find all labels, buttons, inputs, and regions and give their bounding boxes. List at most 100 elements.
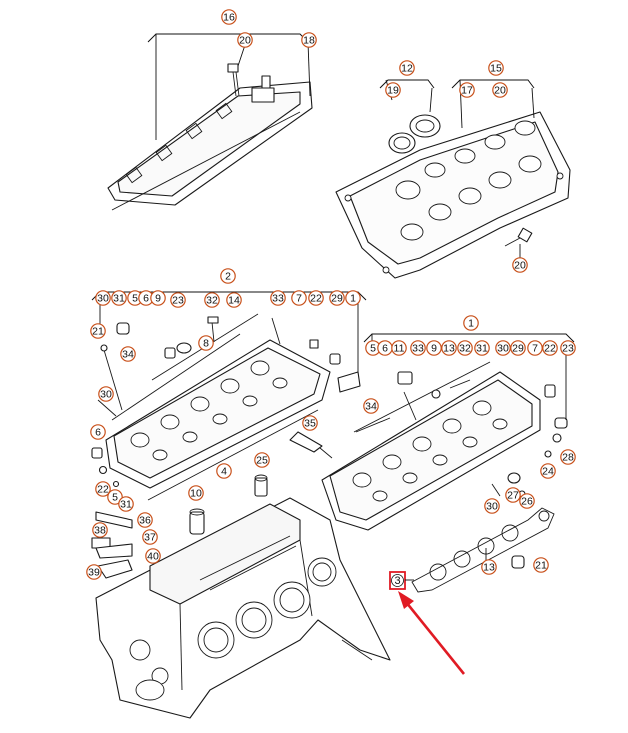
callout-left-5: 5 (107, 489, 123, 505)
callout-label: 31 (120, 499, 132, 511)
callout-label: 18 (303, 35, 315, 47)
callout-right-27: 27 (505, 487, 521, 503)
callout-label: 34 (365, 401, 377, 413)
callout-label: 29 (512, 343, 524, 355)
callout-hl-23: 23 (170, 292, 186, 308)
callout-hr-6: 6 (377, 340, 393, 356)
callout-left-40: 40 (145, 548, 161, 564)
callout-hl-22: 22 (308, 290, 324, 306)
callout-left-6: 6 (90, 424, 106, 440)
callout-label: 5 (370, 343, 376, 355)
callout-label: 33 (272, 293, 284, 305)
callout-label: 20 (239, 35, 251, 47)
callout-hl-30: 30 (95, 290, 111, 306)
callout-right-21: 21 (533, 557, 549, 573)
callout-label: 6 (382, 343, 388, 355)
callout-hr-29: 29 (510, 340, 526, 356)
callout-label: 14 (228, 295, 240, 307)
callout-label: 15 (490, 63, 502, 75)
callout-filler: 12 (399, 60, 415, 76)
callout-label: 32 (459, 343, 471, 355)
callout-left-21: 21 (90, 323, 106, 339)
callout-hr-11: 11 (391, 340, 407, 356)
callout-label: 5 (132, 293, 138, 305)
callout-label: 32 (206, 295, 218, 307)
callout-label: 29 (331, 293, 343, 305)
callout-label: 23 (562, 343, 574, 355)
callout-left-37: 37 (142, 529, 158, 545)
callout-label: 26 (521, 496, 533, 508)
callout-right-13: 13 (481, 559, 497, 575)
callout-left-31: 31 (118, 496, 134, 512)
callout-label: 34 (122, 349, 134, 361)
callout-label: 27 (507, 490, 519, 502)
callout-hr-13: 13 (441, 340, 457, 356)
engine-block (95, 497, 391, 719)
callout-hr-31: 31 (474, 340, 490, 356)
callout-label: 9 (431, 343, 437, 355)
plug-25 (254, 474, 268, 497)
callout-right-34: 34 (363, 398, 379, 414)
callout-label: 11 (394, 343, 405, 355)
callout-vc-top-bolt: 20 (237, 32, 253, 48)
plug-10 (189, 508, 205, 535)
callout-hl-1: 1 (345, 290, 361, 306)
callout-label: 7 (532, 343, 538, 355)
callout-left-8: 8 (198, 335, 214, 351)
callout-label: 22 (97, 484, 109, 496)
callout-label: 40 (147, 551, 159, 563)
callout-label: 24 (542, 466, 554, 478)
callout-vc-right-a: 17 (459, 82, 475, 98)
right-head-small-parts (355, 371, 568, 569)
callout-head-right: 1 (463, 315, 479, 331)
callout-label: 35 (304, 418, 316, 430)
callout-right-24: 24 (540, 463, 556, 479)
callout-head-left: 2 (220, 268, 236, 284)
left-head-small-parts (91, 316, 361, 488)
callout-label: 38 (94, 525, 106, 537)
callout-label: 21 (535, 560, 547, 572)
callout-hr-30: 30 (495, 340, 511, 356)
valve-cover-bolt-top (227, 63, 240, 97)
callout-label: 10 (190, 488, 202, 500)
callout-label: 17 (461, 85, 473, 97)
callout-label: 25 (256, 455, 268, 467)
callout-hl-9: 9 (150, 290, 166, 306)
callout-hl-7: 7 (291, 290, 307, 306)
callout-label: 22 (310, 293, 322, 305)
bracket-16 (147, 33, 309, 43)
highlight-label: 3 (394, 575, 400, 587)
callout-label: 7 (296, 293, 302, 305)
callout-label: 22 (544, 343, 556, 355)
callout-left-36: 36 (137, 512, 153, 528)
callout-right-30: 30 (484, 498, 500, 514)
bracket-1 (363, 333, 575, 343)
left-bracket-parts (91, 511, 133, 579)
callout-label: 30 (486, 501, 498, 513)
callout-label: 2 (225, 271, 231, 283)
callout-label: 12 (401, 63, 413, 75)
sealant-tube (289, 431, 333, 459)
cylinder-head-left (105, 313, 331, 501)
callout-label: 31 (476, 343, 488, 355)
callout-label: 19 (387, 85, 399, 97)
highlighted-callout-3: 3 (389, 571, 414, 590)
callout-label: 21 (92, 326, 104, 338)
callout-vc-right-bolt: 20 (512, 257, 528, 273)
callout-label: 30 (97, 293, 109, 305)
callout-label: 4 (221, 466, 227, 478)
callout-label: 37 (144, 532, 156, 544)
red-arrow (398, 591, 466, 675)
callout-label: 20 (494, 85, 506, 97)
callout-label: 16 (223, 12, 235, 24)
callout-left-35: 35 (302, 415, 318, 431)
callout-vc-right: 15 (488, 60, 504, 76)
callout-label: 8 (203, 338, 209, 350)
callout-left-25: 25 (254, 452, 270, 468)
callout-vc-top: 16 (221, 9, 237, 25)
callout-label: 30 (100, 389, 112, 401)
callout-label: 28 (562, 452, 574, 464)
callout-label: 20 (514, 260, 526, 272)
valve-cover-right (335, 111, 571, 279)
